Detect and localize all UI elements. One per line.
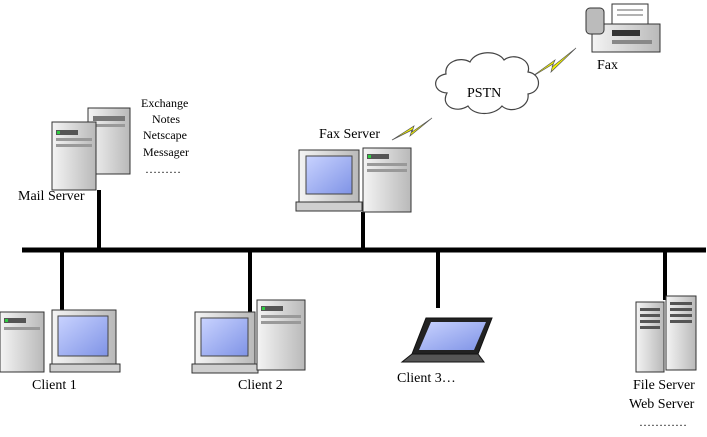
fax-machine-icon — [585, 3, 661, 53]
client1-label: Client 1 — [32, 378, 77, 393]
mail-software-item: Messager — [143, 145, 189, 159]
client3-laptop-icon — [400, 317, 493, 363]
fax-label: Fax — [597, 58, 618, 73]
fax-server-label: Fax Server — [319, 127, 380, 142]
file-server-label: File Server — [633, 378, 695, 393]
file-server-ellipsis: ………… — [639, 415, 687, 429]
mail-software-item: Notes — [152, 112, 180, 126]
mail-server-icon — [51, 107, 131, 191]
mail-software-item: Netscape — [143, 128, 187, 142]
fax-server-icon — [295, 147, 412, 213]
mail-server-label: Mail Server — [18, 189, 85, 204]
pstn-cloud-icon — [435, 52, 540, 115]
pstn-label: PSTN — [467, 86, 501, 101]
lightning-bolt-icon — [529, 47, 577, 79]
client3-label: Client 3… — [397, 371, 456, 386]
client1-computer-icon — [0, 309, 121, 373]
mail-software-list: Exchange Notes Netscape Messager ……… — [141, 96, 189, 176]
client2-label: Client 2 — [238, 378, 283, 393]
mail-software-item: Exchange — [141, 96, 188, 110]
lightning-bolt-icon — [391, 117, 433, 141]
file-server-icon — [635, 295, 697, 373]
web-server-label: Web Server — [629, 397, 695, 412]
mail-software-item: ……… — [145, 162, 181, 176]
client2-computer-icon — [191, 299, 306, 374]
